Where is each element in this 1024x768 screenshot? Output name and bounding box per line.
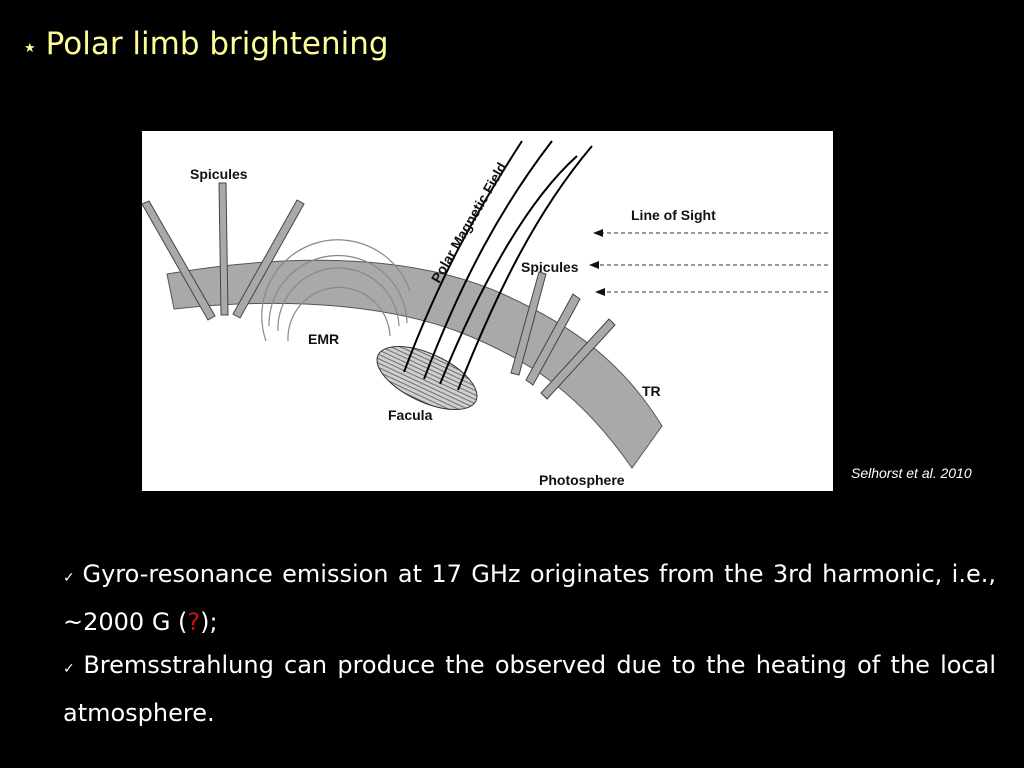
bullet-text-tail: ); [200, 607, 218, 636]
label-emr: EMR [308, 331, 339, 347]
bullet-text: Bremsstrahlung can produce the observed … [63, 651, 997, 727]
polar-magnetic-field-lines [403, 140, 593, 391]
right-spicules [510, 271, 616, 400]
slide-title: Polar limb brightening [45, 26, 389, 62]
limb-diagram: Spicules Polar Magnetic Field Line of Si… [142, 131, 833, 491]
limb-diagram-svg: Spicules Polar Magnetic Field Line of Si… [142, 140, 828, 488]
chromosphere-band [166, 259, 663, 469]
question-mark-highlight: ? [187, 607, 201, 636]
label-photosphere: Photosphere [539, 472, 625, 488]
label-line-of-sight: Line of Sight [631, 207, 716, 223]
bullet-list: ✓Gyro-resonance emission at 17 GHz origi… [63, 553, 996, 735]
emr-arcs [261, 239, 411, 342]
check-icon: ✓ [63, 661, 78, 677]
label-facula: Facula [388, 407, 433, 423]
bullet-item: ✓Gyro-resonance emission at 17 GHz origi… [63, 553, 996, 644]
facula-region [376, 345, 478, 411]
figure-citation: Selhorst et al. 2010 [851, 465, 972, 481]
bullet-text: Gyro-resonance emission at 17 GHz origin… [63, 560, 996, 636]
bullet-item: ✓Bremsstrahlung can produce the observed… [63, 644, 996, 735]
label-spicules-left: Spicules [190, 166, 248, 182]
label-spicules-right: Spicules [521, 259, 579, 275]
label-tr: TR [642, 383, 661, 399]
check-icon: ✓ [63, 570, 77, 586]
left-spicules [142, 182, 305, 321]
slide-header: ★ Polar limb brightening [24, 26, 389, 62]
star-icon: ★ [24, 40, 36, 56]
line-of-sight-arrows [589, 229, 828, 296]
